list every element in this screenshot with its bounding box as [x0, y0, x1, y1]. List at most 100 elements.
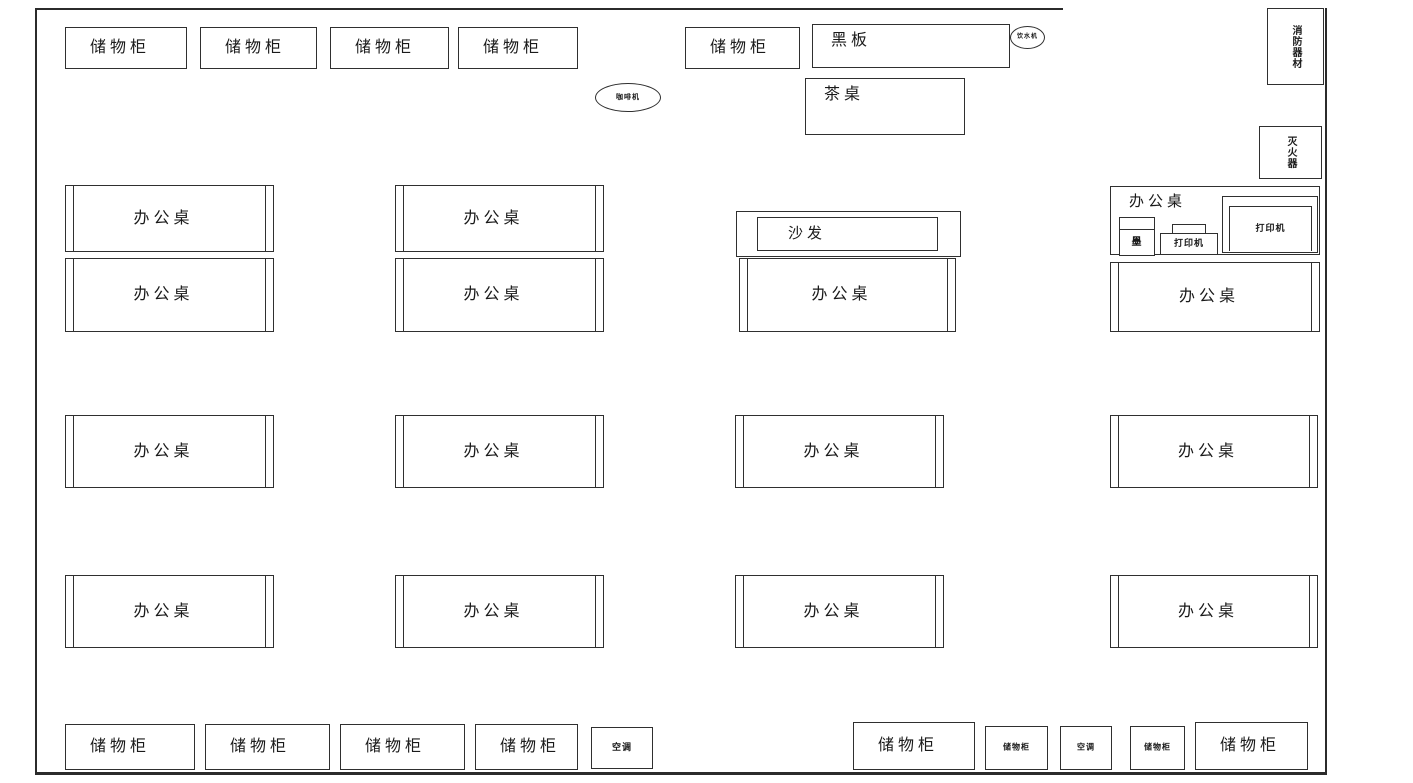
desk-side-panel	[265, 186, 273, 251]
storage-cabinet: 储物柜	[65, 724, 195, 770]
air-conditioner: 空调	[1060, 726, 1112, 770]
desk-side-panel	[1311, 263, 1319, 331]
desk-side-panel	[396, 186, 404, 251]
storage-cabinet: 储物柜	[458, 27, 578, 69]
desk-side-panel	[66, 186, 74, 251]
storage-cabinet-label: 储物柜	[483, 39, 544, 57]
storage-cabinet-small: 储物柜	[1130, 726, 1185, 770]
desk-side-panel	[396, 576, 404, 647]
tea-table: 茶桌	[805, 78, 965, 135]
desk-side-panel	[66, 259, 74, 331]
desk-side-panel	[947, 259, 955, 331]
office-desk: 办公桌	[65, 415, 274, 488]
water-dispenser-label: 饮水机	[1016, 34, 1038, 41]
coffee-machine-label: 咖啡机	[616, 92, 640, 101]
printer-body: 打印机	[1160, 233, 1218, 255]
wall-top	[35, 8, 1063, 10]
storage-cabinet-label: 储物柜	[90, 738, 151, 756]
office-desk: 办公桌	[395, 415, 604, 488]
office-desk: 办公桌	[65, 258, 274, 332]
storage-cabinet-small-label: 储物柜	[1144, 742, 1171, 752]
office-desk: 办公桌	[1110, 575, 1318, 648]
desk-side-panel	[1111, 263, 1119, 331]
office-desk-label: 办公桌	[133, 286, 194, 304]
desk-side-panel	[265, 576, 273, 647]
blackboard-label: 黑板	[831, 32, 872, 49]
sofa-label: 沙发	[788, 225, 827, 242]
storage-cabinet: 储物柜	[853, 722, 975, 770]
printer-tab	[1172, 224, 1206, 234]
desk-side-panel	[595, 186, 603, 251]
wall-bottom	[35, 772, 1327, 775]
office-desk-label: 办公桌	[463, 442, 524, 460]
storage-cabinet: 储物柜	[330, 27, 449, 69]
storage-cabinet-small-label: 储物柜	[1003, 742, 1030, 752]
storage-cabinet-label: 储物柜	[355, 39, 416, 57]
office-desk-label: 办公桌	[133, 602, 194, 620]
desk-side-panel	[736, 416, 744, 487]
desk-side-panel	[740, 259, 748, 331]
office-desk-label: 办公桌	[463, 209, 524, 227]
mini-cabinet-divider	[1120, 229, 1154, 230]
storage-cabinet-label: 储物柜	[225, 39, 286, 57]
desk-side-panel	[595, 416, 603, 487]
wall-right	[1325, 8, 1327, 774]
storage-cabinet-small: 储物柜	[985, 726, 1048, 770]
fire-extinguisher-box: 灭火器	[1259, 126, 1322, 179]
storage-cabinet-label: 储物柜	[878, 737, 939, 755]
office-desk: 办公桌	[735, 575, 944, 648]
office-desk-label: 办公桌	[1177, 602, 1239, 620]
office-desk: 办公桌	[1110, 262, 1320, 332]
printer-body: 打印机	[1229, 206, 1312, 251]
storage-cabinet: 储物柜	[340, 724, 465, 770]
office-desk: 办公桌	[739, 258, 956, 332]
fire-equipment-cabinet: 消防器材	[1267, 8, 1324, 85]
office-desk: 办公桌	[735, 415, 944, 488]
desk-side-panel	[1309, 416, 1317, 487]
printer-large-label: 打印机	[1255, 223, 1286, 234]
storage-cabinet: 储物柜	[200, 27, 317, 69]
desk-side-panel	[595, 259, 603, 331]
water-dispenser: 饮水机	[1010, 26, 1045, 49]
office-desk-label: 办公桌	[803, 442, 864, 460]
office-desk: 办公桌	[395, 258, 604, 332]
sofa-seat: 沙发	[757, 217, 938, 251]
storage-cabinet: 储物柜	[475, 724, 578, 770]
office-desk-label: 办公桌	[1177, 442, 1239, 460]
air-conditioner: 空调	[591, 727, 653, 769]
sofa: 沙发	[736, 211, 961, 257]
office-desk-label: 办公桌	[463, 602, 524, 620]
office-desk-label: 办公桌	[811, 286, 872, 304]
storage-cabinet: 储物柜	[1195, 722, 1308, 770]
desk-side-panel	[396, 416, 404, 487]
desk-side-panel	[66, 416, 74, 487]
office-desk-label: 办公桌	[133, 442, 194, 460]
office-desk-label: 办公桌	[803, 602, 864, 620]
tea-table-label: 茶桌	[824, 86, 865, 103]
desk-side-panel	[736, 576, 744, 647]
office-desk: 办公桌	[1110, 415, 1318, 488]
desk-side-panel	[1309, 576, 1317, 647]
ink-box-label: 墨	[1131, 237, 1143, 248]
storage-cabinet-label: 储物柜	[1220, 737, 1281, 755]
desk-side-panel	[396, 259, 404, 331]
wall-left	[35, 8, 37, 774]
office-desk-label: 办公桌	[1178, 288, 1240, 306]
air-conditioner-label: 空调	[1077, 742, 1095, 752]
storage-cabinet: 储物柜	[205, 724, 330, 770]
desk-side-panel	[265, 259, 273, 331]
storage-cabinet-label: 储物柜	[90, 39, 151, 57]
printer-small: 打印机	[1160, 224, 1218, 255]
ink-box: 墨	[1119, 217, 1155, 256]
storage-cabinet: 储物柜	[65, 27, 187, 69]
office-desk-station-label: 办公桌	[1129, 194, 1187, 210]
office-desk-label: 办公桌	[133, 209, 194, 227]
desk-side-panel	[1111, 576, 1119, 647]
office-desk: 办公桌	[395, 185, 604, 252]
storage-cabinet: 储物柜	[685, 27, 800, 69]
air-conditioner-label: 空调	[611, 742, 633, 753]
printer-small-label: 打印机	[1173, 238, 1204, 249]
office-desk: 办公桌	[395, 575, 604, 648]
fire-extinguisher-box-label: 灭火器	[1285, 136, 1296, 169]
